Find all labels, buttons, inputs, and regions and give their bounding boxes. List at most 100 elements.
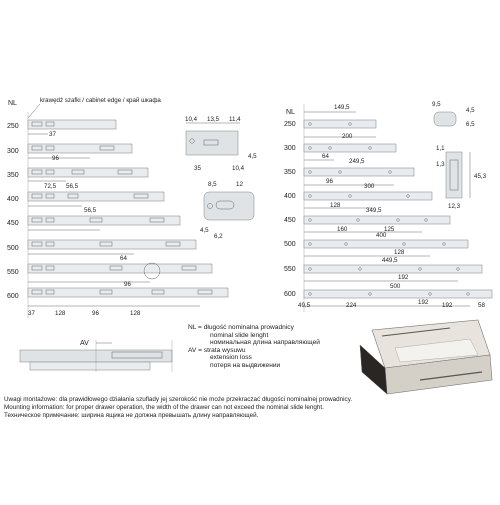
left-row-300: 300 <box>7 148 19 155</box>
left-dim-72-5: 72,5 <box>44 183 57 190</box>
profile-inner <box>449 159 459 191</box>
detail-top-bracket <box>185 130 239 156</box>
profile-dim-12-3: 12,3 <box>448 203 461 210</box>
right-dim-192a: 192 <box>398 274 409 281</box>
left-dim-56-5a: 56,5 <box>66 183 79 190</box>
right-dim-449-5: 449,5 <box>382 257 398 264</box>
right-dim-349-5: 349,5 <box>366 207 382 214</box>
left-rail-600 <box>27 287 229 298</box>
detail-top-dim-35: 35 <box>194 165 201 172</box>
detail-mid-dim-4-5: 4,5 <box>200 227 209 234</box>
right-dim-192c: 192 <box>442 302 453 309</box>
detail-mid-slot <box>215 200 235 210</box>
detail-top-dim-10-4b: 10,4 <box>232 165 245 172</box>
detail-top-dim-11-4: 11,4 <box>229 116 241 123</box>
left-rail-450 <box>27 215 181 226</box>
left-dim-37a: 37 <box>49 131 56 138</box>
left-rail-400 <box>27 191 165 202</box>
left-dim-96a: 96 <box>52 155 59 162</box>
detail-top-dim-10-4a: 10,4 <box>185 116 198 123</box>
left-dim-96c: 96 <box>92 310 99 317</box>
profile-dim-9-5: 9,5 <box>432 101 441 108</box>
av-slide-lower <box>29 361 151 371</box>
left-dim-96b: 96 <box>124 281 131 288</box>
right-row-400: 400 <box>284 193 296 200</box>
legend: NL = długość nominalna prowadnicy nomina… <box>188 324 320 370</box>
profile-dim-1-1: 1,1 <box>436 145 445 152</box>
right-row-500: 500 <box>284 241 296 248</box>
left-dimensions <box>28 133 200 307</box>
av-label: AV <box>80 340 89 347</box>
left-dim-56-5b: 56,5 <box>84 207 97 214</box>
profile-dim-6-5: 6,5 <box>466 121 475 128</box>
note-english: Mounting information: for proper drawer … <box>4 404 324 411</box>
detail-mid-dim-6-2: 6,2 <box>214 233 223 240</box>
left-rail-250 <box>27 119 117 130</box>
right-rail-250 <box>303 119 377 129</box>
right-dim-300: 300 <box>364 183 375 190</box>
right-dim-64: 64 <box>322 153 329 160</box>
right-rail-holes <box>308 122 470 296</box>
detail-top-dim-13-5: 13,5 <box>207 116 220 123</box>
profile-dim-4-5: 4,5 <box>466 107 475 114</box>
legend-av-pl: AV = strata wysuwu <box>188 346 246 354</box>
profile-section <box>445 151 463 199</box>
right-dim-128a: 128 <box>330 202 341 209</box>
left-dim-37b: 37 <box>28 310 35 317</box>
right-dim-125: 125 <box>384 226 395 233</box>
right-dim-58: 58 <box>478 302 485 309</box>
right-dim-192b: 192 <box>418 299 429 306</box>
detail-top-slot <box>203 139 219 146</box>
cabinet-edge-leader <box>27 103 41 119</box>
right-row-350: 350 <box>284 169 296 176</box>
legend-nl-en: nominal slide lenght <box>210 331 269 339</box>
profile-dim-1-3: 1,3 <box>436 161 445 168</box>
left-rail-550 <box>27 263 213 274</box>
right-dim-128b: 128 <box>394 249 405 256</box>
right-dim-500: 500 <box>390 283 401 290</box>
note-russian: Техническое примечание: ширина ящика не … <box>4 412 259 419</box>
note-polish: Uwagi montażowe: dla prawidłowego działa… <box>4 396 353 403</box>
legend-av-ru: потеря на выдвижении <box>210 361 281 369</box>
left-rail-350 <box>27 167 149 178</box>
left-row-450: 450 <box>7 220 19 227</box>
legend-nl-ru: номинальная длина направляющей <box>210 339 320 347</box>
detail-top-hole <box>189 138 195 144</box>
right-rail-300 <box>303 143 397 153</box>
right-row-300: 300 <box>284 145 296 152</box>
detail-mid-dim-8-5: 8,5 <box>208 181 217 188</box>
left-dim-64: 64 <box>120 255 127 262</box>
left-row-400: 400 <box>7 196 19 203</box>
right-dim-49-5: 49,5 <box>298 302 311 309</box>
right-dim-160: 160 <box>337 226 348 233</box>
right-nl-header: NL <box>286 109 295 116</box>
profile-dim-45-3: 45,3 <box>474 173 487 180</box>
right-dim-249-5: 249,5 <box>349 158 365 165</box>
right-dim-96: 96 <box>326 178 333 185</box>
detail-mid-dim-12: 12 <box>236 181 243 188</box>
legend-nl-pl: NL = długość nominalna prowadnicy <box>188 324 294 331</box>
right-rail-550 <box>303 264 483 274</box>
right-row-250: 250 <box>284 121 296 128</box>
right-row-550: 550 <box>284 266 296 273</box>
detail-mid-bracket <box>203 191 255 221</box>
profile-top-part <box>433 111 457 127</box>
left-row-500: 500 <box>7 245 19 252</box>
right-rail-500 <box>303 239 469 249</box>
right-rail-400 <box>303 191 433 201</box>
detail-mid-hole <box>207 203 213 209</box>
drawer-illustration <box>359 319 493 395</box>
detail-top-dim-4-5: 4,5 <box>248 153 257 160</box>
left-rail-300 <box>27 143 133 154</box>
right-row-600: 600 <box>284 291 296 298</box>
right-dimensions <box>304 111 470 307</box>
left-row-250: 250 <box>7 123 19 130</box>
right-dim-200: 200 <box>342 133 353 140</box>
left-row-600: 600 <box>7 293 19 300</box>
right-rail-600 <box>303 289 493 299</box>
right-dim-224: 224 <box>346 302 357 309</box>
right-row-450: 450 <box>284 217 296 224</box>
left-nl-header: NL <box>8 100 17 107</box>
